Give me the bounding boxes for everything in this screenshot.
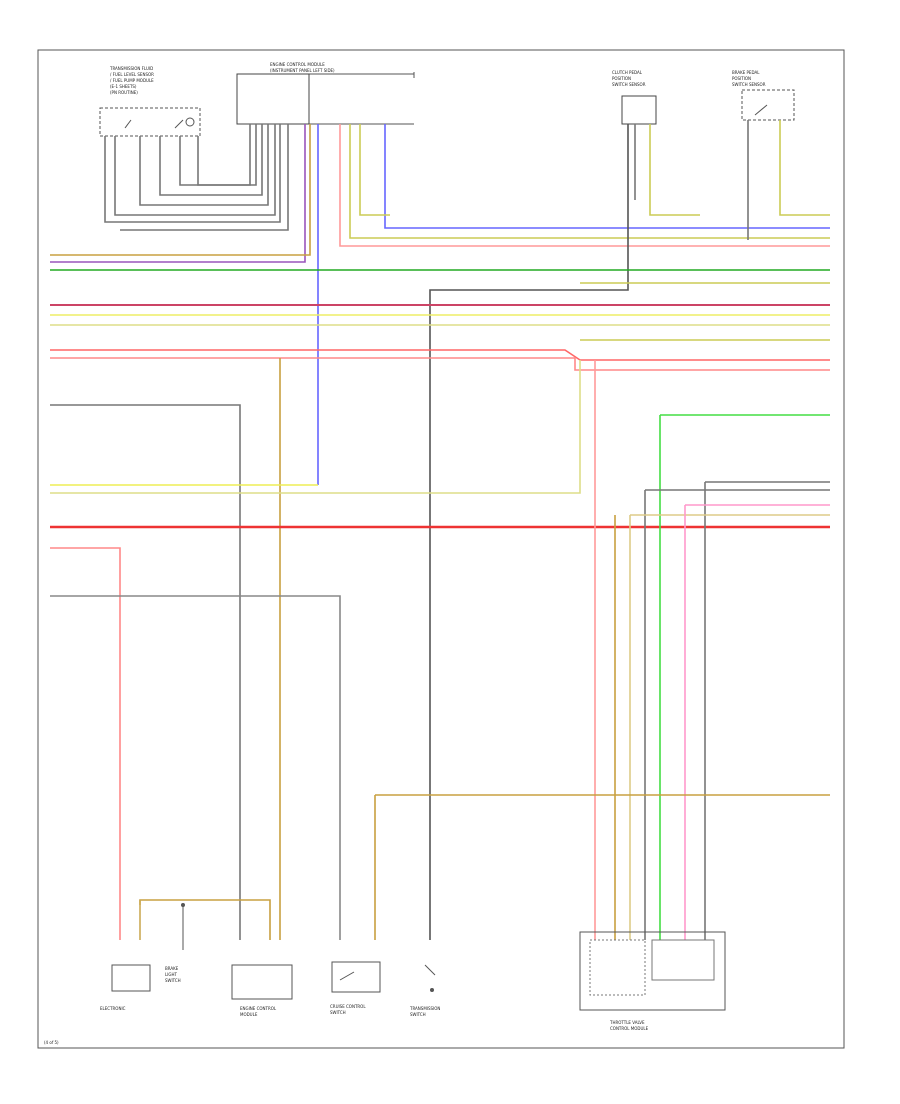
svg-text:ENGINE CONTROL MODULE: ENGINE CONTROL MODULE <box>270 62 325 67</box>
svg-text:(PN ROUTINE): (PN ROUTINE) <box>110 90 138 95</box>
svg-text:TRANSMISSION: TRANSMISSION <box>409 1006 440 1011</box>
svg-text:ELECTRONIC: ELECTRONIC <box>100 1006 126 1011</box>
svg-text:SWITCH SENSOR: SWITCH SENSOR <box>732 82 766 87</box>
svg-text:/ FUEL LEVEL SENSOR: / FUEL LEVEL SENSOR <box>110 72 154 77</box>
brake-pedal-switch: BRAKE PEDAL POSITION SWITCH SENSOR <box>732 70 795 121</box>
svg-text:(INSTRUMENT PANEL LEFT SIDE): (INSTRUMENT PANEL LEFT SIDE) <box>270 68 335 73</box>
fuel-pump-module: TRANSMISSION FLUID / FUEL LEVEL SENSOR /… <box>99 66 201 137</box>
svg-text:BRAKE: BRAKE <box>165 966 179 971</box>
svg-text:SWITCH SENSOR: SWITCH SENSOR <box>612 82 646 87</box>
wire-bundle-top <box>50 120 830 940</box>
svg-text:CLUTCH PEDAL: CLUTCH PEDAL <box>612 70 643 75</box>
wire-bus-horizontal <box>50 269 830 940</box>
svg-text:MODULE: MODULE <box>240 1012 258 1017</box>
ground-component: ELECTRONIC <box>100 964 151 1011</box>
page-number: (4 of 5) <box>44 1040 59 1045</box>
svg-text:SWITCH: SWITCH <box>165 978 181 983</box>
diagram-frame <box>37 49 845 1049</box>
transmission-switch: TRANSMISSION SWITCH <box>409 964 440 1017</box>
svg-text:LIGHT: LIGHT <box>165 972 178 977</box>
svg-text:ENGINE CONTROL: ENGINE CONTROL <box>240 1006 277 1011</box>
brake-light-switch: CLUTCH PEDAL POSITION SWITCH SENSOR <box>612 70 657 125</box>
svg-text:CRUISE CONTROL: CRUISE CONTROL <box>330 1004 366 1009</box>
svg-text:TRANSMISSION FLUID: TRANSMISSION FLUID <box>109 66 153 71</box>
svg-text:CONTROL MODULE: CONTROL MODULE <box>610 1026 649 1031</box>
brake-lamp-indicator: BRAKE LIGHT SWITCH <box>165 903 185 983</box>
throttle-valve-control-module: THROTTLE VALVE CONTROL MODULE <box>579 931 726 1031</box>
svg-text:SWITCH: SWITCH <box>330 1010 346 1015</box>
svg-text:/ FUEL PUMP MODULE: / FUEL PUMP MODULE <box>110 78 154 83</box>
svg-text:BRAKE PEDAL: BRAKE PEDAL <box>732 70 760 75</box>
engine-control-module: ENGINE CONTROL MODULE (INSTRUMENT PANEL … <box>236 62 415 125</box>
svg-text:SWITCH: SWITCH <box>410 1012 426 1017</box>
engine-module-bottom: ENGINE CONTROL MODULE <box>231 964 293 1017</box>
svg-text:THROTTLE VALVE: THROTTLE VALVE <box>609 1020 645 1025</box>
cruise-control-switch: CRUISE CONTROL SWITCH <box>330 961 381 1015</box>
svg-text:(E-1 SHEETS): (E-1 SHEETS) <box>110 84 137 89</box>
svg-text:POSITION: POSITION <box>612 76 631 81</box>
svg-text:POSITION: POSITION <box>732 76 751 81</box>
